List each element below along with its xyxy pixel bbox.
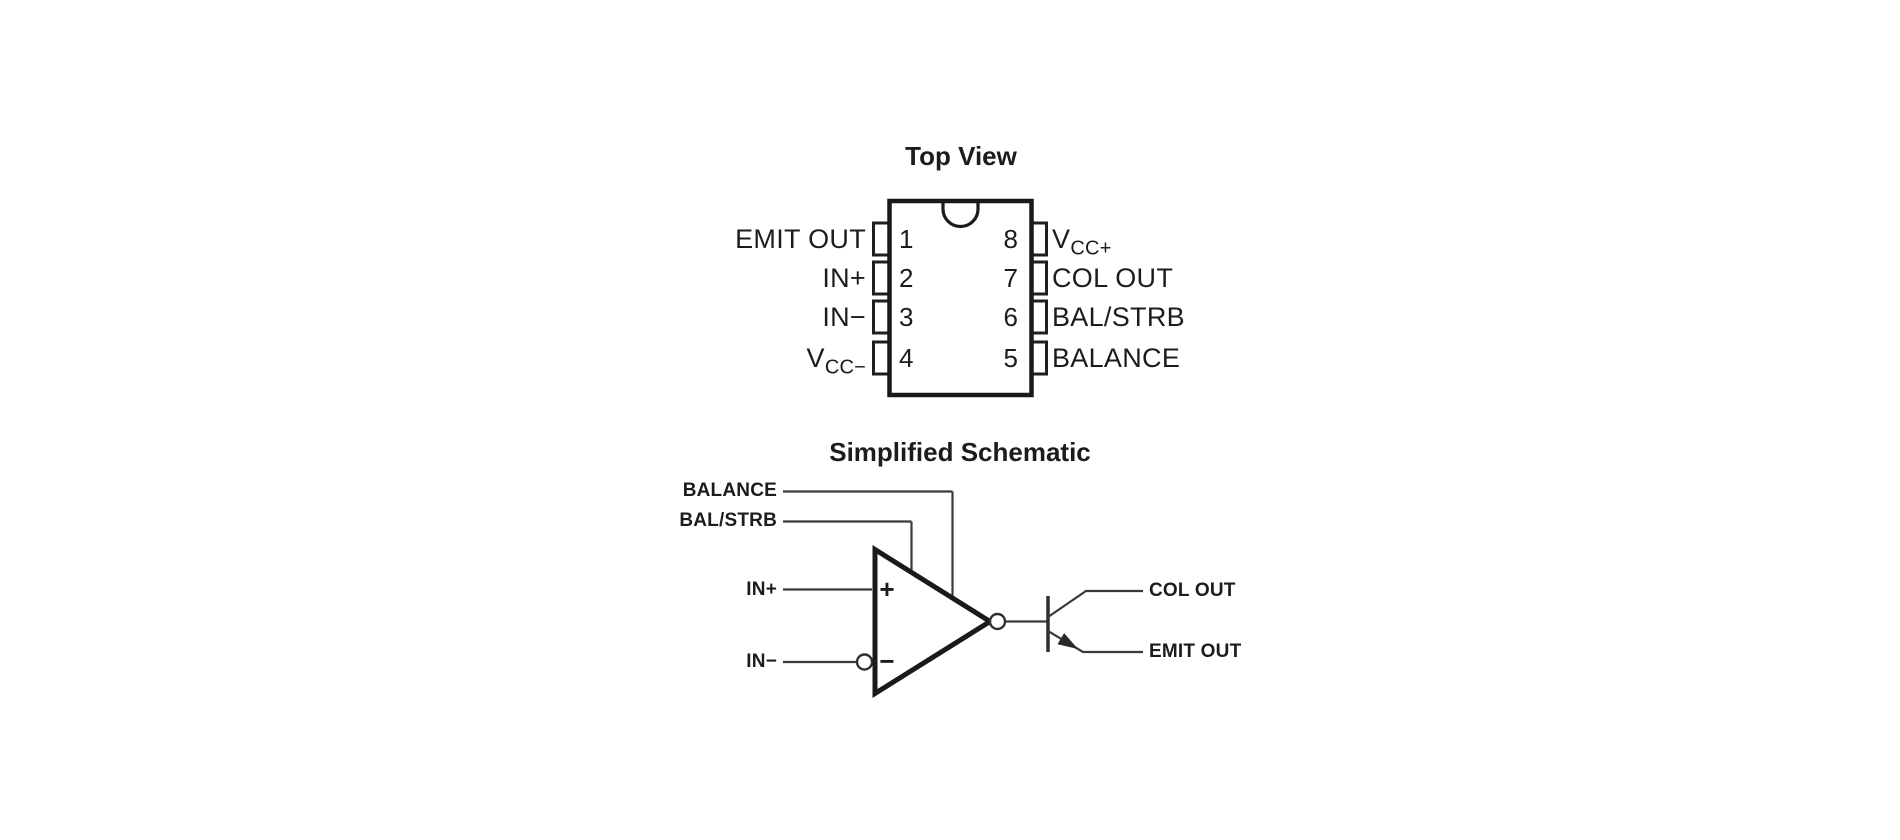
- collector-wire: [1047, 589, 1143, 618]
- inverting-input-bubble: [855, 653, 874, 671]
- emitter-arrow-icon: [1057, 633, 1078, 649]
- pin-6-label: BAL/STRB: [1052, 300, 1392, 343]
- pin-2-label: IN+: [520, 261, 866, 304]
- pin-8-number: 8: [1003, 224, 1018, 254]
- output-bubble: [988, 612, 1007, 631]
- pin-6-number: 6: [1003, 302, 1018, 332]
- schematic-col-out-label: COL OUT: [1149, 580, 1236, 601]
- noninverting-plus-sign: +: [879, 574, 895, 604]
- pin-2-label-text: IN+: [822, 263, 866, 293]
- opamp-schematic: [783, 490, 1143, 699]
- pin-4-label: VCC−: [520, 341, 866, 384]
- pin-stub-4: [872, 340, 891, 376]
- schematic-emit-out-label: EMIT OUT: [1149, 641, 1242, 662]
- pin-2-number: 2: [899, 263, 914, 293]
- opamp-triangle: [872, 544, 995, 699]
- pin-3-label: IN−: [520, 300, 866, 343]
- schematic-bal-strb-label: BAL/STRB: [679, 510, 777, 531]
- schematic-in-minus-label: IN−: [746, 651, 777, 672]
- pin-4-number: 4: [899, 343, 914, 373]
- ic-package: [872, 198, 1048, 398]
- pin-stub-3: [872, 299, 891, 335]
- pin-7-number: 7: [1003, 263, 1018, 293]
- pin-stub-2: [872, 260, 891, 296]
- schematic-balance-label: BALANCE: [682, 480, 777, 501]
- pin-8-label-sub: CC+: [1070, 237, 1112, 260]
- pin-1-label-text: EMIT OUT: [735, 224, 866, 254]
- pin-8-label: VCC+: [1052, 222, 1392, 265]
- ic-notch: [941, 201, 980, 229]
- pin-stub-1: [872, 221, 891, 257]
- pin-1-label: EMIT OUT: [520, 222, 866, 265]
- pin-8-label-text: V: [1052, 224, 1071, 254]
- pin-7-label: COL OUT: [1052, 261, 1392, 304]
- pin-4-label-text: V: [806, 343, 825, 373]
- pin-4-label-sub: CC−: [824, 356, 866, 379]
- pinout-title: Top View: [905, 141, 1017, 171]
- pin-3-label-text: IN−: [822, 302, 866, 332]
- pin-1-number: 1: [899, 224, 914, 254]
- schematic-in-plus-label: IN+: [746, 579, 777, 600]
- pin-7-label-text: COL OUT: [1052, 263, 1174, 293]
- pin-6-label-text: BAL/STRB: [1052, 302, 1185, 332]
- emitter-wire: [1047, 630, 1143, 654]
- ic-body: [887, 198, 1034, 398]
- pin-5-label-text: BALANCE: [1052, 343, 1181, 373]
- pin-5-number: 5: [1003, 343, 1018, 373]
- inverting-minus-sign: −: [879, 646, 895, 676]
- schematic-title: Simplified Schematic: [829, 437, 1091, 467]
- pin-5-label: BALANCE: [1052, 341, 1392, 384]
- pin-3-number: 3: [899, 302, 914, 332]
